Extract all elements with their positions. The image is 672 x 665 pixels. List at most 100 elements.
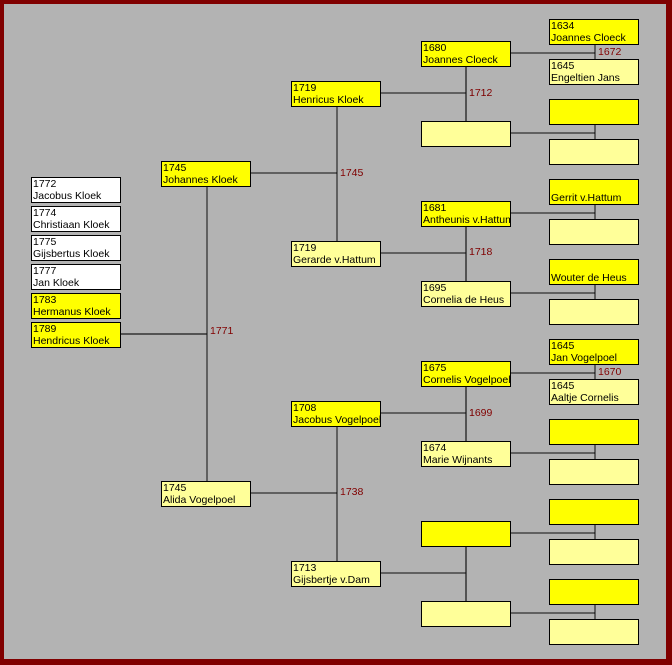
- person-name: Hermanus Kloek: [33, 306, 111, 318]
- person-name: [551, 152, 638, 164]
- person-name: Marie Wijnants: [423, 454, 493, 466]
- person-year: 1675: [423, 362, 447, 374]
- marriage-year: 1699: [469, 407, 493, 419]
- person-name: [423, 614, 510, 626]
- person-box[interactable]: [421, 601, 511, 627]
- connector-lines: [119, 44, 596, 619]
- person-name: Gerrit v.Hattum: [551, 192, 622, 204]
- person-year: 1713: [293, 562, 317, 574]
- person-box[interactable]: [549, 459, 639, 485]
- person-year: [551, 180, 638, 192]
- person-year: [551, 580, 638, 592]
- person-year: 1783: [33, 294, 57, 306]
- person-year: 1634: [551, 20, 575, 32]
- person-name: Henricus Kloek: [293, 94, 364, 106]
- person-year: 1774: [33, 207, 57, 219]
- person-box[interactable]: [549, 619, 639, 645]
- person-box[interactable]: Wouter de Heus: [549, 259, 639, 285]
- person-name: Gijsbertus Kloek: [33, 248, 110, 260]
- person-box[interactable]: [549, 139, 639, 165]
- person-box[interactable]: [549, 419, 639, 445]
- person-name: Hendricus Kloek: [33, 335, 110, 347]
- person-year: 1745: [163, 482, 187, 494]
- person-name: Jacobus Kloek: [33, 190, 102, 202]
- person-name: Gijsbertje v.Dam: [293, 574, 370, 586]
- person-year: [551, 260, 638, 272]
- person-name: Jacobus Vogelpoel: [293, 414, 381, 426]
- marriage-year: 1745: [340, 167, 364, 179]
- person-name: [551, 112, 638, 124]
- marriage-year: 1672: [598, 46, 622, 58]
- person-name: Johannes Kloek: [163, 174, 238, 186]
- person-name: [551, 512, 638, 524]
- person-box[interactable]: [549, 539, 639, 565]
- person-year: [551, 620, 638, 632]
- person-name: Cornelia de Heus: [423, 294, 505, 306]
- person-name: [551, 632, 638, 644]
- marriage-year: 1738: [340, 486, 364, 498]
- person-box[interactable]: [549, 99, 639, 125]
- person-name: [551, 232, 638, 244]
- person-box[interactable]: [549, 299, 639, 325]
- person-name: Alida Vogelpoel: [163, 494, 236, 506]
- marriage-year: 1712: [469, 87, 493, 99]
- person-name: Christiaan Kloek: [33, 219, 110, 231]
- person-year: [551, 420, 638, 432]
- person-name: Jan Kloek: [33, 277, 80, 289]
- person-box[interactable]: [549, 499, 639, 525]
- person-name: Jan Vogelpoel: [551, 352, 617, 364]
- person-name: [551, 312, 638, 324]
- person-name: Wouter de Heus: [551, 272, 627, 284]
- person-year: 1745: [163, 162, 187, 174]
- person-year: 1681: [423, 202, 447, 214]
- person-box[interactable]: [549, 219, 639, 245]
- marriage-year: 1670: [598, 366, 622, 378]
- person-year: 1772: [33, 178, 57, 190]
- person-name: [423, 134, 510, 146]
- person-box[interactable]: [421, 521, 511, 547]
- person-name: Aaltje Cornelis: [551, 392, 619, 404]
- person-year: 1719: [293, 242, 317, 254]
- person-name: [551, 432, 638, 444]
- person-year: [551, 220, 638, 232]
- person-year: [551, 300, 638, 312]
- person-year: 1708: [293, 402, 317, 414]
- person-year: [551, 540, 638, 552]
- person-year: 1680: [423, 42, 447, 54]
- person-name: Joannes Cloeck: [423, 54, 498, 66]
- person-box[interactable]: Gerrit v.Hattum: [549, 179, 639, 205]
- person-year: [551, 140, 638, 152]
- person-box[interactable]: [549, 579, 639, 605]
- person-box[interactable]: [421, 121, 511, 147]
- person-year: [551, 100, 638, 112]
- person-year: 1645: [551, 340, 575, 352]
- person-year: 1695: [423, 282, 447, 294]
- person-year: 1645: [551, 380, 575, 392]
- person-name: Antheunis v.Hattum: [423, 214, 511, 226]
- person-year: [423, 522, 510, 534]
- person-name: Joannes Cloeck: [551, 32, 626, 44]
- marriage-year: 1771: [210, 325, 234, 337]
- person-name: [551, 472, 638, 484]
